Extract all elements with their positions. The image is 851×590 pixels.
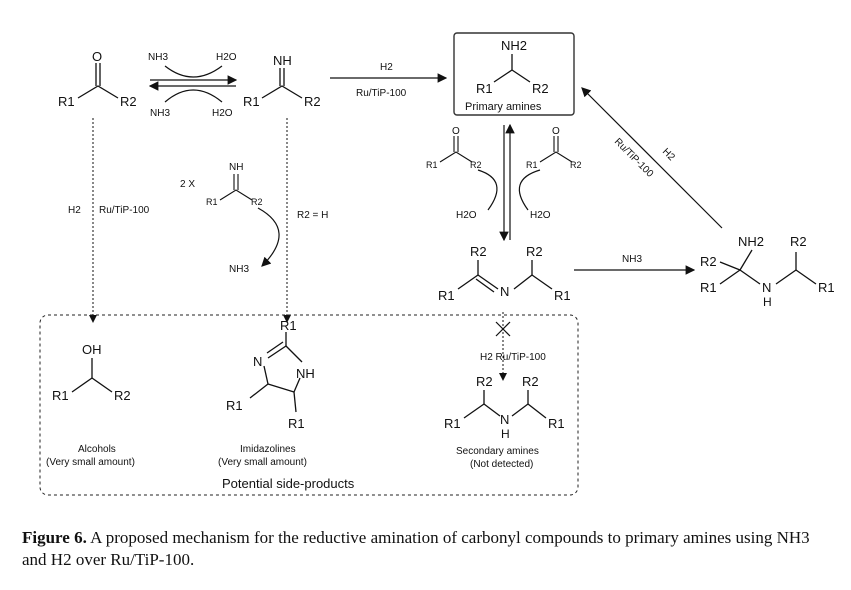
secondary-imine-structure bbox=[457, 260, 553, 293]
secondary-amines-note: (Not detected) bbox=[470, 459, 533, 470]
primary-amine-box bbox=[453, 32, 575, 116]
sec-imine-r1-left: R1 bbox=[438, 288, 455, 303]
sec-imine-n: N bbox=[500, 284, 509, 299]
blocked-label: H2 Ru/TiP-100 bbox=[480, 352, 546, 363]
reagent-nh: NH bbox=[229, 162, 243, 173]
figure-caption-label: Figure 6. bbox=[22, 528, 87, 547]
alcohol-h2-label: H2 bbox=[68, 205, 81, 216]
imine-r2: R2 bbox=[304, 94, 321, 109]
ketone-r1: R1 bbox=[58, 94, 75, 109]
sec-imine-r1-right: R1 bbox=[554, 288, 571, 303]
r2-eq-h-label: R2 = H bbox=[297, 210, 328, 221]
alcohol-oh: OH bbox=[82, 342, 102, 357]
alcohol-structure bbox=[71, 358, 113, 393]
sec-amine-r2-right: R2 bbox=[522, 374, 539, 389]
alcohol-catalyst-label: Ru/TiP-100 bbox=[99, 205, 150, 216]
imidazoline-nh: NH bbox=[296, 366, 315, 381]
eq-nh3-top: NH3 bbox=[148, 52, 168, 63]
primary-amines-label: Primary amines bbox=[465, 101, 542, 113]
central-left-r1: R1 bbox=[426, 160, 438, 170]
aminal-r1-left: R1 bbox=[700, 280, 717, 295]
imidazoline-structure bbox=[249, 332, 303, 413]
side-products-box bbox=[39, 314, 579, 496]
imidazolines-note: (Very small amount) bbox=[218, 457, 307, 468]
arrow-catalyst-label: Ru/TiP-100 bbox=[356, 88, 407, 99]
alcohol-r2: R2 bbox=[114, 388, 131, 403]
imine-nh: NH bbox=[273, 53, 292, 68]
secondary-amine-structure bbox=[463, 390, 547, 419]
sec-amine-r1-right: R1 bbox=[548, 416, 565, 431]
imidazoline-nh3-label: NH3 bbox=[229, 264, 249, 275]
arrow-h2-label: H2 bbox=[380, 62, 393, 73]
primary-nh2: NH2 bbox=[501, 38, 527, 53]
central-right-o: O bbox=[552, 126, 560, 137]
aminal-nh2: NH2 bbox=[738, 234, 764, 249]
curved-arrow-imidazoline bbox=[257, 207, 280, 267]
eq-h2o-top: H2O bbox=[216, 52, 237, 63]
central-left-ketone bbox=[439, 136, 473, 163]
reagent-r1: R1 bbox=[206, 197, 218, 207]
aminal-n: N bbox=[762, 280, 771, 295]
blocked-cross-icon bbox=[495, 321, 511, 337]
aminal-arrow-h2: H2 bbox=[660, 146, 677, 163]
imine-r1: R1 bbox=[243, 94, 260, 109]
figure-caption: Figure 6. A proposed mechanism for the r… bbox=[22, 527, 837, 571]
sec-amine-r1-left: R1 bbox=[444, 416, 461, 431]
reagent-r2: R2 bbox=[251, 197, 263, 207]
aminal-r2-left: R2 bbox=[700, 254, 717, 269]
sec-amine-r2-left: R2 bbox=[476, 374, 493, 389]
aminal-r1-right: R1 bbox=[818, 280, 835, 295]
side-products-label: Potential side-products bbox=[222, 476, 355, 491]
central-right-ketone bbox=[539, 136, 573, 163]
central-left-o: O bbox=[452, 126, 460, 137]
sec-amine-h: H bbox=[501, 427, 510, 441]
central-equilibrium-arrows bbox=[477, 123, 541, 242]
primary-amine-structure bbox=[493, 54, 531, 83]
eq-h2o-bottom: H2O bbox=[212, 108, 233, 119]
ketone-structure bbox=[77, 63, 119, 99]
central-right-r2: R2 bbox=[570, 160, 582, 170]
imidazolines-label: Imidazolines bbox=[240, 444, 296, 455]
alcohol-r1: R1 bbox=[52, 388, 69, 403]
imidazoline-r1-left: R1 bbox=[226, 398, 243, 413]
sec-imine-r2-left: R2 bbox=[470, 244, 487, 259]
aminal-arrow-catalyst: Ru/TiP-100 bbox=[612, 136, 656, 180]
eq-nh3-bottom: NH3 bbox=[150, 108, 170, 119]
reaction-scheme: O R1 R2 NH3 H2O NH3 H2O NH R1 R2 H2 Ru/T… bbox=[39, 32, 835, 496]
two-x-label: 2 X bbox=[180, 179, 195, 190]
imine-structure bbox=[261, 68, 303, 99]
figure-caption-text: A proposed mechanism for the reductive a… bbox=[22, 528, 810, 569]
primary-r2: R2 bbox=[532, 81, 549, 96]
central-h2o-left: H2O bbox=[456, 210, 477, 221]
equilibrium-arrows bbox=[148, 65, 238, 103]
imidazoline-r1-bottom: R1 bbox=[288, 416, 305, 431]
sec-amine-n: N bbox=[500, 412, 509, 427]
ketone-r2: R2 bbox=[120, 94, 137, 109]
reagent-imine-structure bbox=[219, 174, 253, 201]
imidazoline-r1-top: R1 bbox=[280, 318, 297, 333]
sec-imine-r2-right: R2 bbox=[526, 244, 543, 259]
aminal-nh3-label: NH3 bbox=[622, 254, 642, 265]
aminal-h: H bbox=[763, 295, 772, 309]
primary-r1: R1 bbox=[476, 81, 493, 96]
secondary-amines-label: Secondary amines bbox=[456, 446, 539, 457]
aminal-structure bbox=[719, 249, 817, 285]
alcohols-note: (Very small amount) bbox=[46, 457, 135, 468]
alcohols-label: Alcohols bbox=[78, 444, 116, 455]
central-right-r1: R1 bbox=[526, 160, 538, 170]
central-left-r2: R2 bbox=[470, 160, 482, 170]
aminal-r2-right: R2 bbox=[790, 234, 807, 249]
ketone-oxygen: O bbox=[92, 49, 102, 64]
arrow-aminal-to-primary bbox=[581, 87, 723, 229]
central-h2o-right: H2O bbox=[530, 210, 551, 221]
imidazoline-n: N bbox=[253, 354, 262, 369]
